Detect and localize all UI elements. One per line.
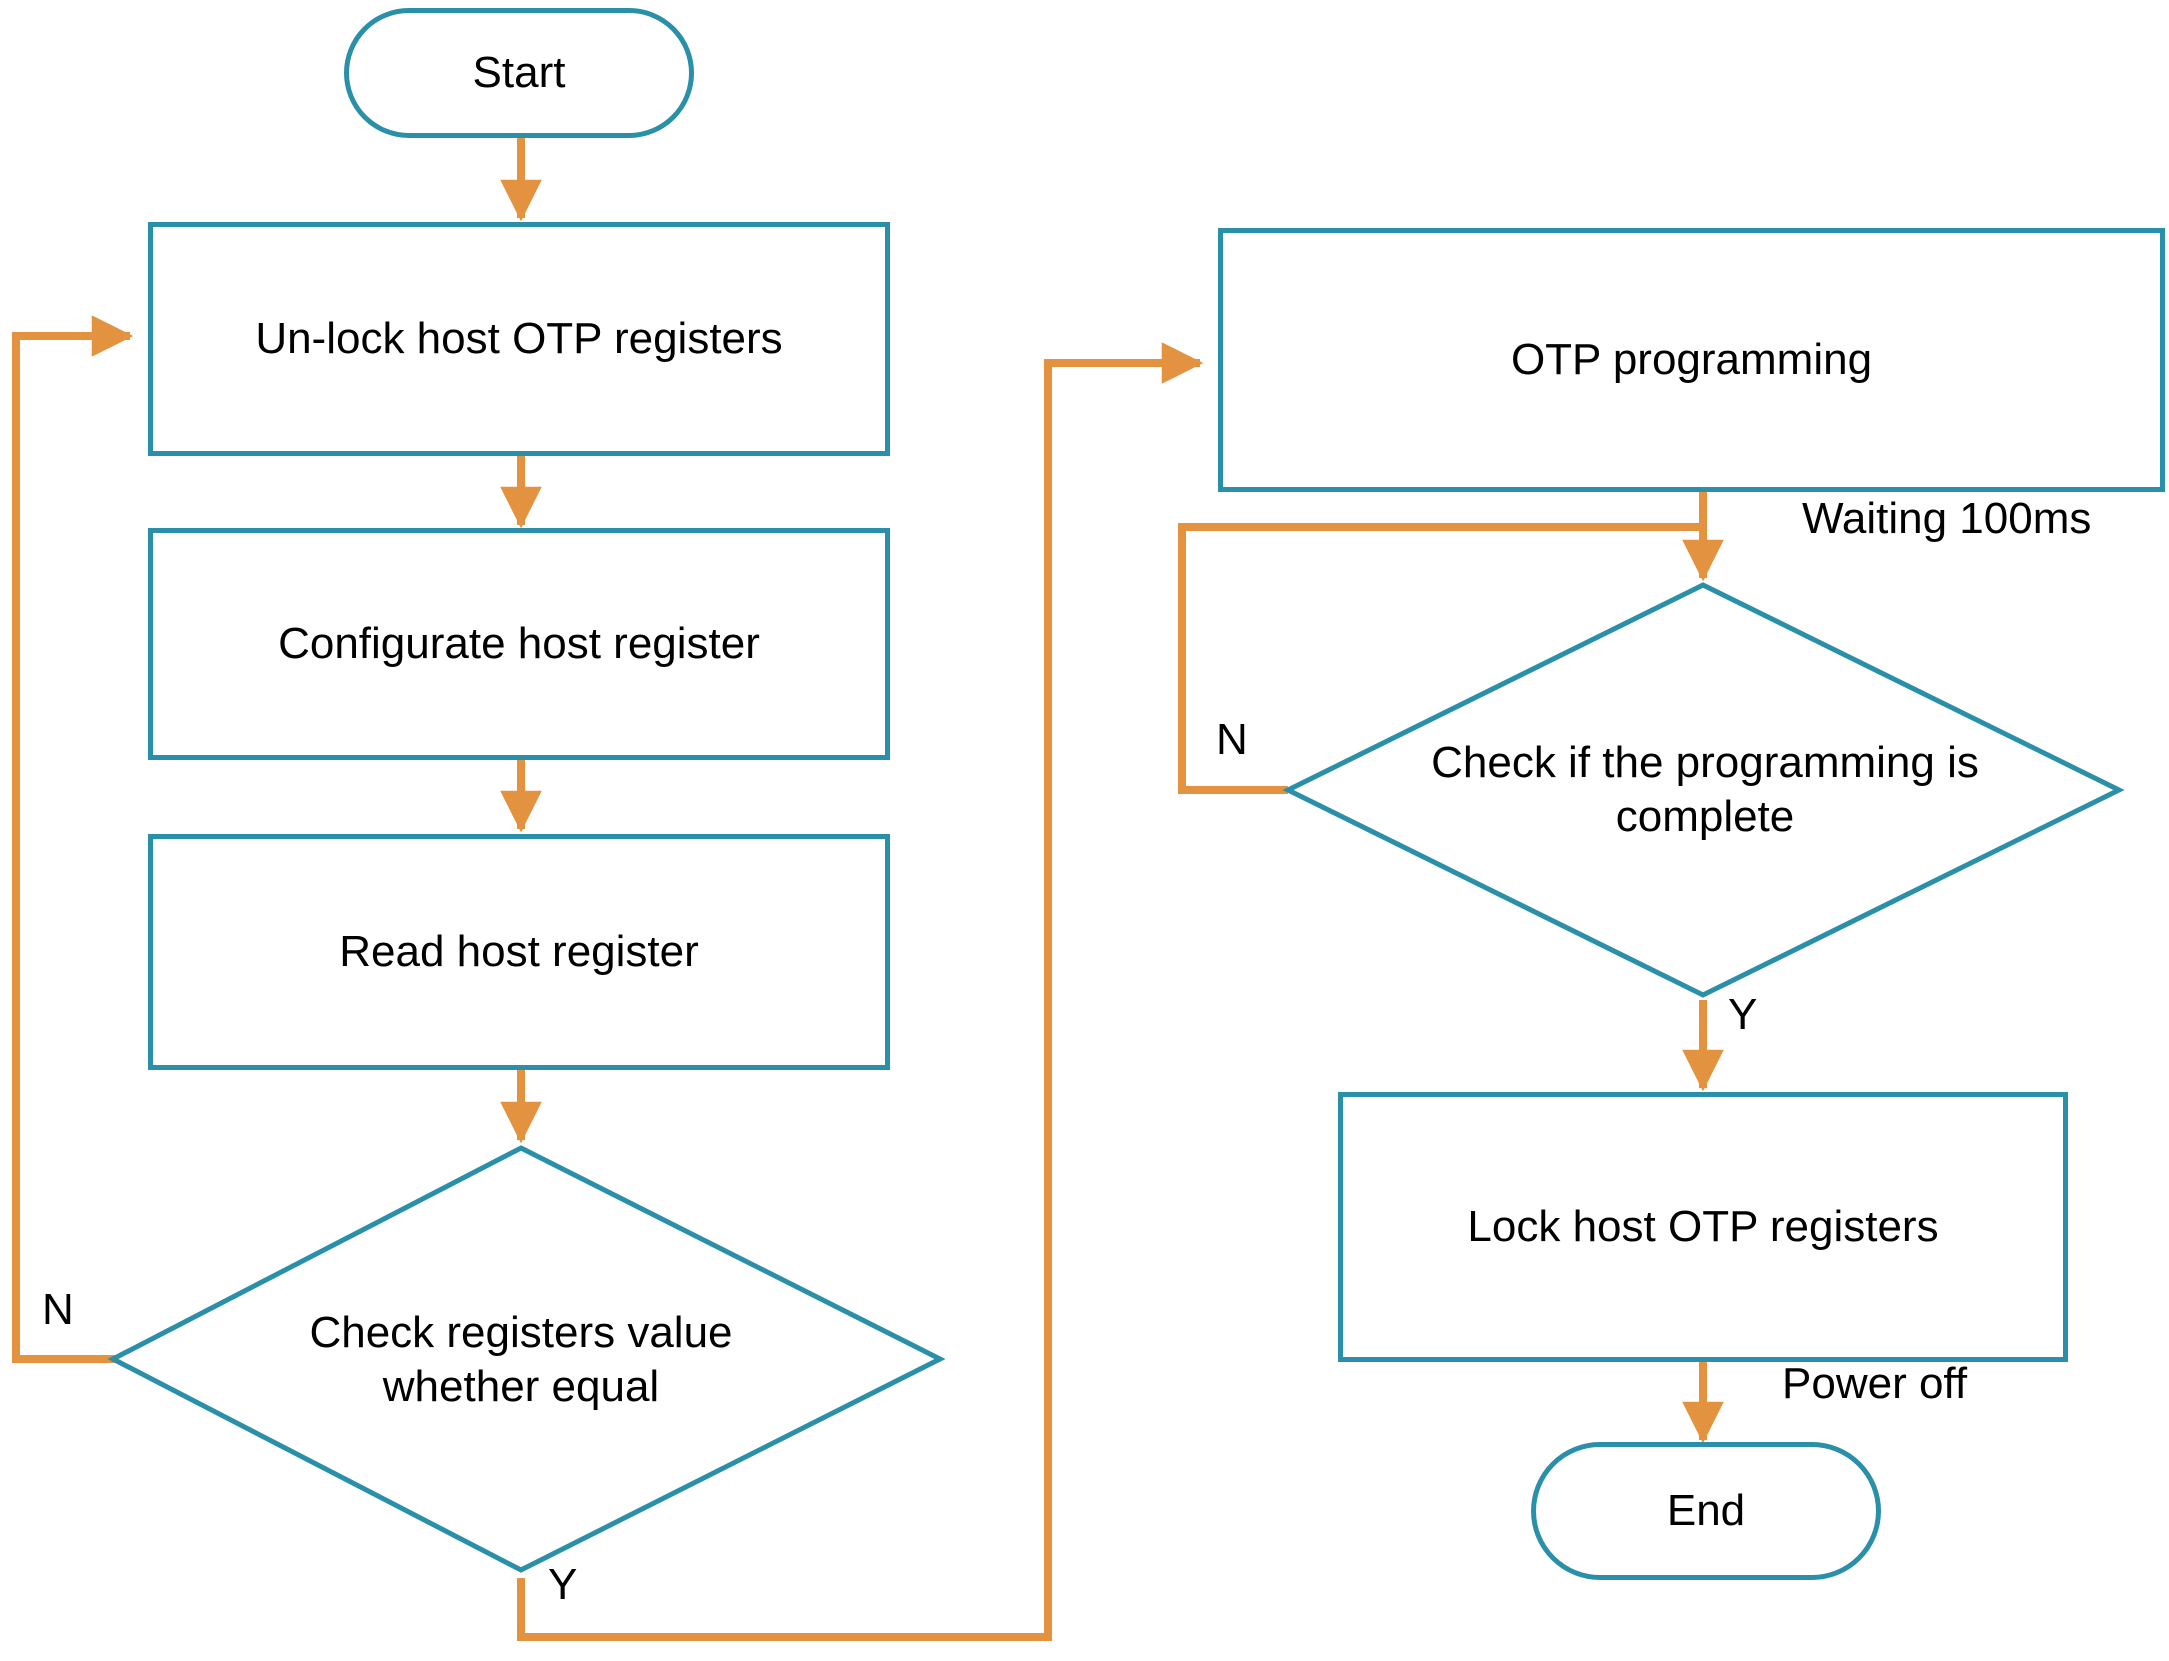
edge-label-check-programming-no: N — [1216, 715, 1248, 764]
edge-label-power-off: Power off — [1782, 1359, 1968, 1408]
edge-check-programming-no-loop — [1178, 523, 1703, 794]
node-lock-host-otp-registers[interactable]: Lock host OTP registers — [1338, 1092, 2068, 1362]
node-check-programming-label: Check if the programming is complete — [1431, 738, 1979, 841]
node-otp-programming[interactable]: OTP programming — [1218, 228, 2165, 492]
node-unlock-host-otp-registers[interactable]: Un-lock host OTP registers — [148, 222, 890, 456]
node-end[interactable]: End — [1531, 1442, 1881, 1580]
edge-check-registers-yes-to-otp — [517, 342, 1204, 1641]
node-otp-programming-label: OTP programming — [1510, 335, 1873, 385]
edge-label-check-registers-yes: Y — [548, 1560, 578, 1609]
edge-label-check-programming-yes: Y — [1728, 990, 1758, 1039]
node-start[interactable]: Start — [344, 8, 694, 138]
node-check-programming-complete[interactable]: Check if the programming is complete — [1399, 700, 2011, 880]
node-configurate-label: Configurate host register — [278, 619, 760, 669]
edge-label-check-registers-no: N — [42, 1285, 74, 1334]
node-end-label: End — [1666, 1486, 1746, 1536]
node-unlock-label: Un-lock host OTP registers — [255, 314, 783, 364]
node-start-label: Start — [472, 48, 566, 98]
node-check-registers-label: Check registers value whether equal — [309, 1308, 733, 1411]
edge-label-waiting-100ms: Waiting 100ms — [1802, 494, 2092, 543]
node-check-registers-value[interactable]: Check registers value whether equal — [231, 1272, 811, 1448]
node-lock-label: Lock host OTP registers — [1467, 1202, 1939, 1252]
node-read-label: Read host register — [339, 927, 699, 977]
node-read-host-register[interactable]: Read host register — [148, 834, 890, 1070]
node-configurate-host-register[interactable]: Configurate host register — [148, 528, 890, 760]
edge-check-registers-no-loop — [12, 315, 134, 1363]
